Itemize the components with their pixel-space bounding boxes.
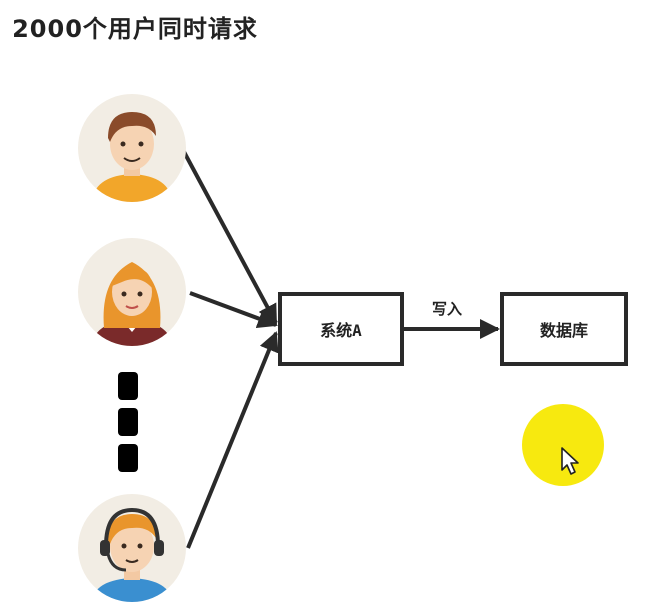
system-a-node: 系统A <box>278 292 404 366</box>
mouse-pointer-icon <box>561 447 579 475</box>
write-edge-label: 写入 <box>432 300 463 318</box>
database-node: 数据库 <box>500 292 628 366</box>
ellipsis-dot <box>118 372 138 400</box>
arrow-user3-to-system <box>186 331 279 549</box>
female-user-avatar-icon <box>78 238 186 346</box>
ellipsis-dot <box>118 444 138 472</box>
male-user-avatar-icon <box>78 94 186 202</box>
arrow-user2-to-system <box>189 291 278 329</box>
ellipsis-dot <box>118 408 138 436</box>
database-label: 数据库 <box>539 321 588 340</box>
arrow-user1-to-system <box>181 149 278 325</box>
diagram-title: 2000个用户同时请求 <box>12 15 258 43</box>
cursor-highlight <box>522 404 604 486</box>
support-agent-avatar-icon <box>78 494 186 602</box>
system-a-label: 系统A <box>320 321 362 340</box>
